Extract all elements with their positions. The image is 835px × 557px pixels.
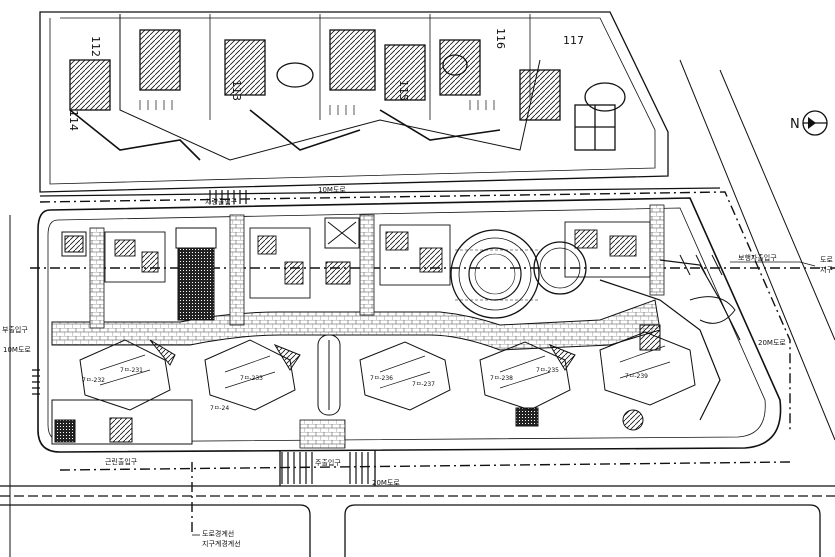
north-block <box>39 11 669 193</box>
east-small-label-1: 도로 <box>820 256 833 264</box>
gate-main-label: 주출입구 <box>315 458 341 467</box>
plan-labels: 10M도로 20M도로 20M도로 10M도로 주출입구 근린출입구 차량출입구… <box>2 186 833 548</box>
boundary-site-label: 지구계경계선 <box>202 539 241 548</box>
building-tag: 7ㅁ-232 <box>82 377 105 384</box>
unit-label-114: 114 <box>67 110 80 131</box>
roads <box>0 59 835 557</box>
building-tag: 7ㅁ-236 <box>370 375 393 382</box>
top-unit-numbers: 114 112 113 115 116 117 <box>67 28 584 131</box>
road-south-label: 20M도로 <box>372 479 400 487</box>
east-small-label-2: 지구 <box>820 265 833 274</box>
boundary-road-label: 도로경계선 <box>202 529 234 538</box>
building-tag: 7ㅁ-24 <box>210 405 229 412</box>
north-label: N <box>790 117 800 132</box>
building-tags: 7ㅁ-232 7ㅁ-231 7ㅁ-24 7ㅁ-233 7ㅁ-236 7ㅁ-237 7ㅁ-23… <box>82 367 648 412</box>
north-pointer-icon <box>808 117 816 129</box>
gate-sub-label: 근린출입구 <box>105 457 138 466</box>
crosswalks <box>32 190 369 484</box>
unit-label-113: 113 <box>230 80 243 101</box>
site-boundary <box>37 197 782 453</box>
unit-label-117: 117 <box>563 34 584 47</box>
building-tag: 7ㅁ-237 <box>412 381 435 388</box>
facility-blocks <box>51 217 644 445</box>
building-tag: 7ㅁ-238 <box>490 375 513 382</box>
road-west-label: 10M도로 <box>3 346 31 354</box>
building-tag: 7ㅁ-235 <box>536 367 559 374</box>
road-north-label: 10M도로 <box>318 186 346 194</box>
unit-label-116: 116 <box>494 28 507 49</box>
gate-east-label: 보행자출입구 <box>738 253 777 262</box>
unit-label-112: 112 <box>89 36 102 57</box>
building-tag: 7ㅁ-239 <box>625 373 648 380</box>
unit-label-115: 115 <box>397 80 410 101</box>
building-tag: 7ㅁ-231 <box>120 367 143 374</box>
gate-north-label: 차량출입구 <box>205 197 238 206</box>
circular-plaza <box>450 229 587 319</box>
north-arrow: N <box>790 110 828 136</box>
building-tag: 7ㅁ-233 <box>240 375 263 382</box>
south-row-buildings <box>79 324 696 411</box>
road-east-label: 20M도로 <box>758 339 786 347</box>
north-row-buildings <box>104 221 741 421</box>
west-small-label: 부출입구 <box>2 325 28 334</box>
